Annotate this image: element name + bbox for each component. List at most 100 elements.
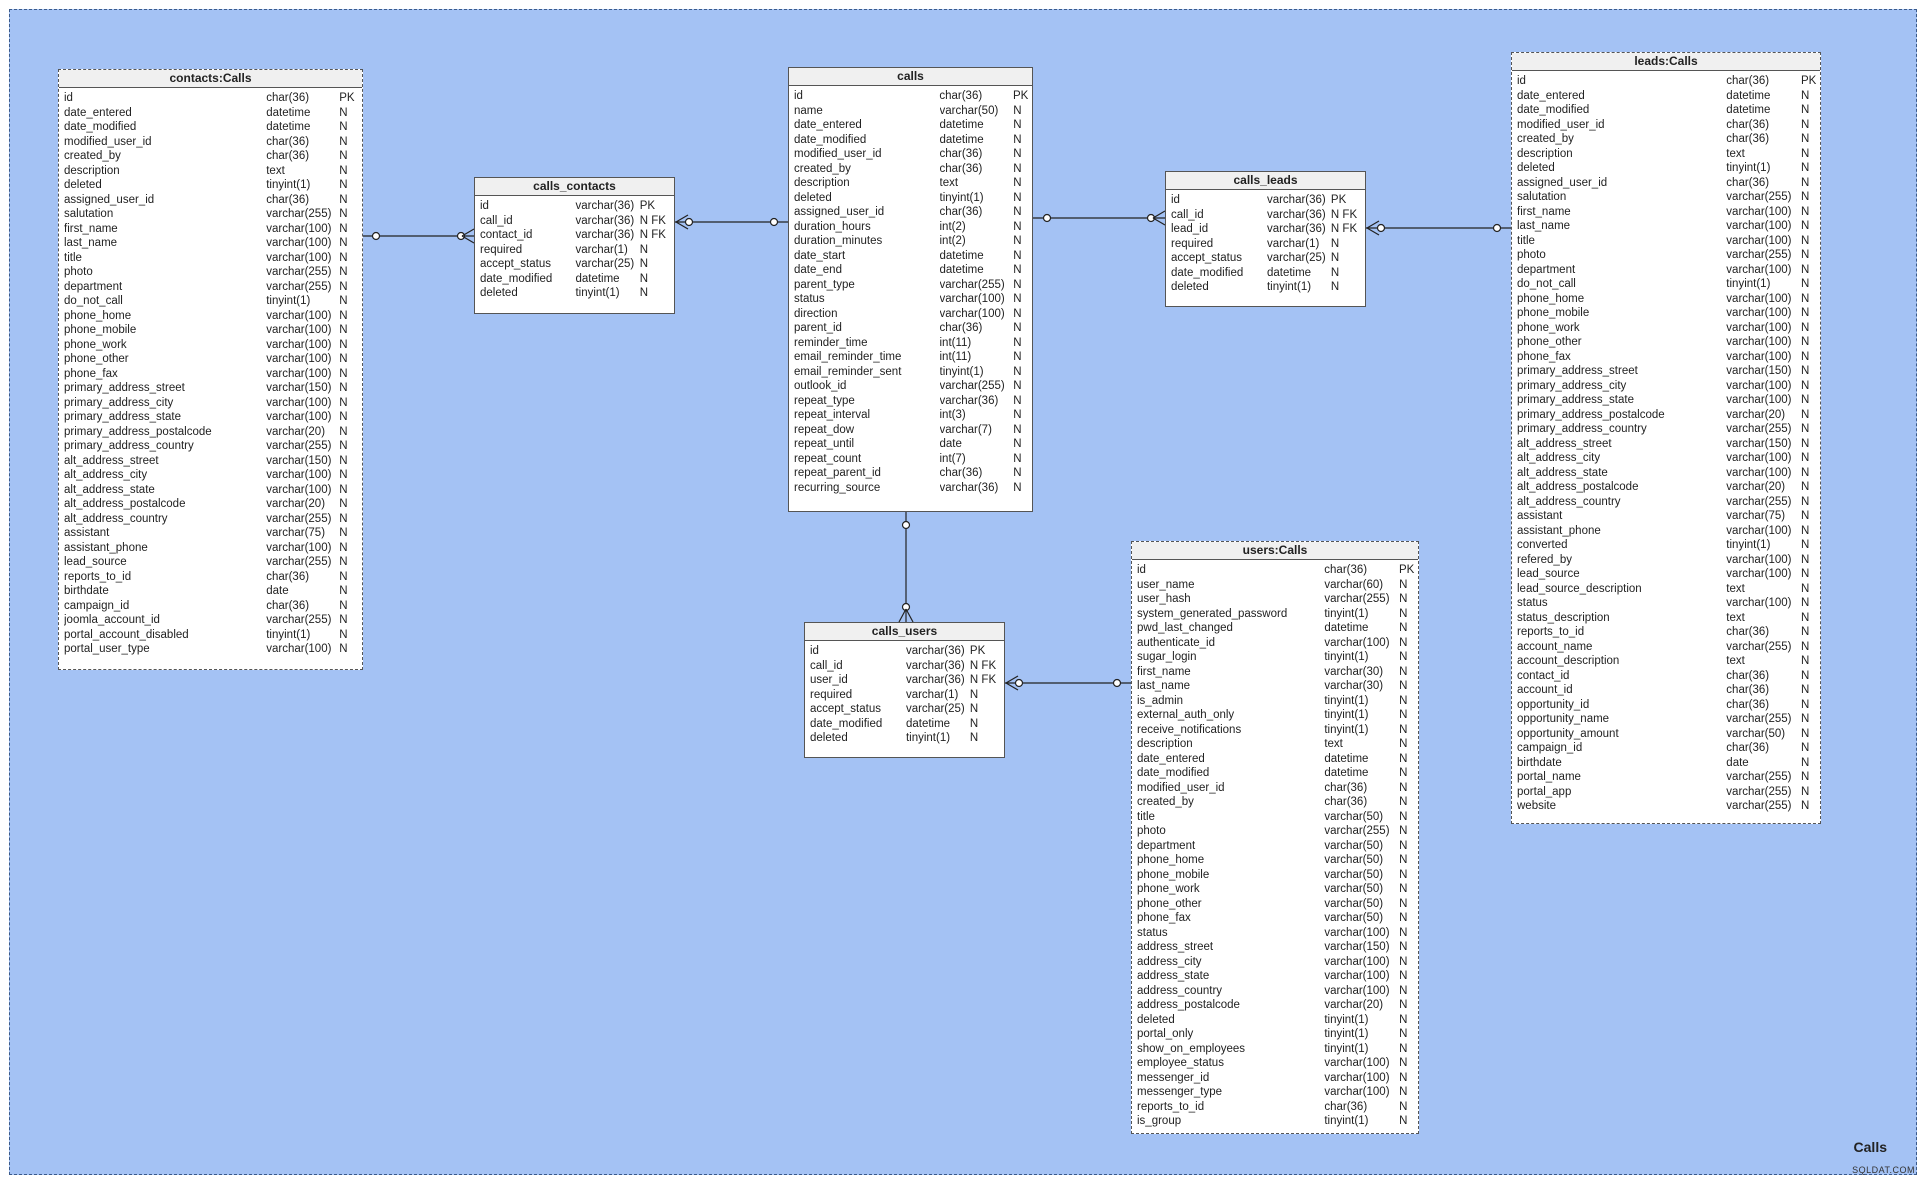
column-name: reports_to_id [64, 570, 132, 583]
column-flags: N [339, 614, 348, 626]
column-flags: N [639, 258, 649, 270]
column-type: tinyint(1) [266, 179, 311, 191]
column-type: tinyint(1) [1324, 694, 1369, 707]
watermark: SQLDAT.COM [1852, 1165, 1915, 1175]
column-name: modified_user_id [1137, 781, 1225, 794]
column-flags: N [1801, 655, 1810, 667]
column-flags: N [1013, 249, 1022, 262]
column-type: datetime [1266, 266, 1312, 279]
column-name: assigned_user_id [64, 193, 155, 206]
column-flags: N [339, 338, 348, 351]
column-name: id [64, 92, 73, 104]
column-name: status [794, 293, 825, 305]
column-name: address_city [1137, 955, 1202, 968]
column-name: phone_fax [1517, 350, 1571, 363]
column-type: char(36) [266, 150, 310, 162]
column-flags: N [339, 585, 348, 597]
column-name: lead_id [1171, 223, 1209, 235]
column-name: date_modified [794, 133, 867, 146]
column-type: varchar(100) [266, 222, 332, 235]
column-flags: N [339, 454, 348, 467]
column-name: alt_address_street [1517, 437, 1612, 450]
column-name: id [1171, 194, 1180, 206]
column-name: alt_address_postalcode [1517, 481, 1639, 493]
column-name: primary_address_postalcode [64, 425, 212, 438]
column-name: date_end [794, 264, 842, 276]
column-flags: N [1013, 206, 1022, 218]
column-flags: N [1399, 1086, 1408, 1098]
column-flags: N FK [969, 659, 997, 672]
column-type: char(36) [1726, 742, 1770, 754]
table-title: calls_contacts [475, 178, 674, 196]
column-flags: N [1801, 785, 1810, 798]
column-type: varchar(100) [1324, 636, 1390, 649]
column-type: varchar(100) [1726, 466, 1792, 479]
column-name: opportunity_amount [1517, 727, 1619, 740]
column-flags: N FK [969, 674, 997, 686]
column-flags: N [1013, 119, 1022, 131]
column-name: date_entered [1137, 752, 1205, 765]
column-type: char(36) [1726, 176, 1770, 189]
column-name: messenger_type [1137, 1086, 1223, 1098]
column-flags: N [339, 425, 348, 438]
column-type: varchar(100) [266, 396, 332, 409]
column-name: user_hash [1137, 593, 1191, 605]
column-name: email_reminder_sent [794, 365, 902, 378]
column-flags: N [1801, 466, 1810, 479]
column-name: repeat_type [794, 394, 855, 407]
column-flags: N [339, 295, 348, 307]
column-flags: N [1801, 742, 1810, 754]
column-type: int(2) [939, 235, 966, 247]
column-flags: N [969, 732, 979, 744]
column-type: varchar(255) [266, 208, 332, 220]
column-name: deleted [810, 732, 848, 744]
column-type: varchar(255) [266, 440, 332, 452]
column-flags: N [339, 106, 348, 119]
column-name: alt_address_city [64, 469, 148, 481]
column-type: tinyint(1) [1726, 539, 1771, 551]
column-type: varchar(100) [939, 307, 1005, 320]
column-flags: N [1399, 578, 1408, 591]
column-name: date_modified [480, 272, 553, 285]
column-name: assistant_phone [1517, 524, 1601, 537]
column-flags: N [1013, 423, 1022, 436]
column-flags: N [339, 556, 348, 568]
